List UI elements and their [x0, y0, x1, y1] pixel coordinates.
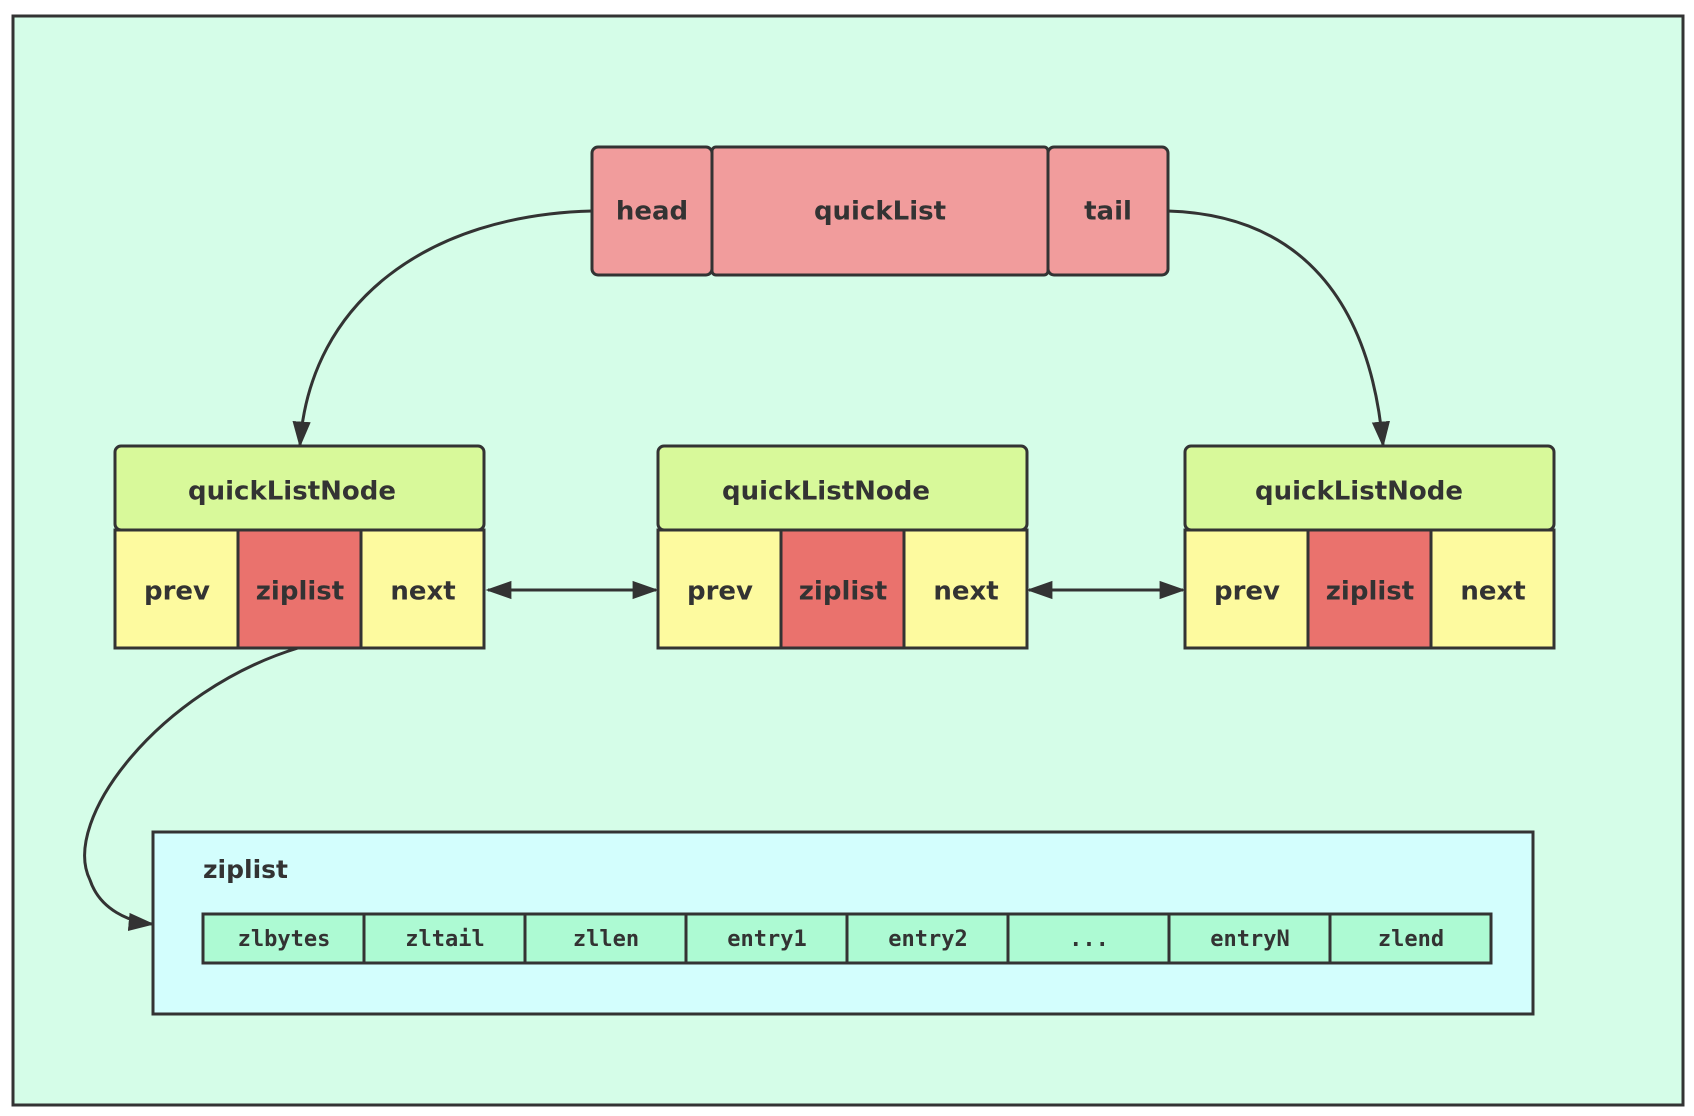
node-ziplist-label: ziplist: [1326, 577, 1414, 607]
ziplist-cell-label: ...: [1069, 927, 1109, 952]
node-next-label: next: [1460, 577, 1525, 607]
node-ziplist-label: ziplist: [256, 577, 344, 607]
node-next-label: next: [933, 577, 998, 607]
ziplist-cell-label: zlend: [1378, 927, 1444, 952]
ziplist-cell: [1006, 912, 1171, 965]
tail-to-last-node-arrow: [1167, 209, 1390, 448]
quicklist-struct: head quickList tail: [590, 145, 1170, 277]
node-prev-label: prev: [687, 577, 753, 607]
ziplist-title: ziplist: [203, 855, 288, 884]
node-title: quickListNode: [1255, 477, 1463, 507]
quicklist-head-label: head: [616, 197, 688, 227]
ziplist-cell: [1328, 912, 1493, 965]
node-next-cell: [359, 528, 486, 650]
node-next-cell: [1429, 528, 1556, 650]
ziplist-pointer-arrow: [83, 646, 299, 931]
ziplist-panel: ziplist zlbytes zltail zllen entry1 entr…: [151, 830, 1535, 1016]
ziplist-cell-label: zltail: [405, 927, 484, 952]
ziplist-cell: [845, 912, 1010, 965]
head-to-first-node-arrow: [292, 209, 593, 448]
ziplist-cell-label: entry2: [888, 927, 967, 952]
quicklist-node-2: quickListNode prev ziplist next: [656, 444, 1029, 650]
ziplist-cell-label: entry1: [727, 927, 806, 952]
node-next-label: next: [390, 577, 455, 607]
node-next-cell: [902, 528, 1029, 650]
node-prev-label: prev: [144, 577, 210, 607]
ziplist-cell: [523, 912, 688, 965]
ziplist-cell: [201, 912, 366, 965]
quicklist-title: quickList: [814, 197, 946, 227]
ziplist-cell-label: entryN: [1210, 927, 1289, 952]
quicklist-node-1: quickListNode prev ziplist next: [113, 444, 486, 650]
ziplist-cell-label: zllen: [573, 927, 639, 952]
ziplist-cell: [1167, 912, 1332, 965]
node-title: quickListNode: [722, 477, 930, 507]
quicklist-tail-cell: [1046, 145, 1170, 277]
quicklist-tail-label: tail: [1084, 197, 1132, 227]
node-ziplist-cell: [1306, 528, 1433, 650]
node-ziplist-cell: [779, 528, 906, 650]
ziplist-cell: [684, 912, 849, 965]
ziplist-cells: zlbytes zltail zllen entry1 entry2 ... e…: [201, 912, 1493, 965]
node-prev-cell: [1183, 528, 1310, 650]
node-ziplist-cell: [236, 528, 363, 650]
node-prev-label: prev: [1214, 577, 1280, 607]
ziplist-cell-label: zlbytes: [238, 927, 331, 952]
quicklist-node-3: quickListNode prev ziplist next: [1183, 444, 1556, 650]
ziplist-cell: [362, 912, 527, 965]
node-title: quickListNode: [188, 477, 396, 507]
node-ziplist-label: ziplist: [799, 577, 887, 607]
